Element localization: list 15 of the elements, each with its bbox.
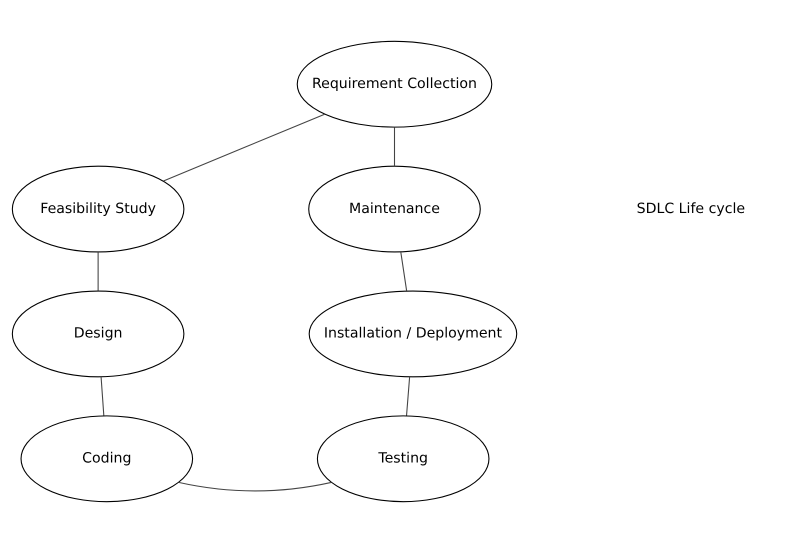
connector: [406, 376, 410, 416]
node-ellipse: Coding: [20, 414, 194, 502]
connector: [98, 252, 99, 290]
node-ellipse: Design: [12, 290, 184, 377]
connector: [400, 251, 408, 290]
connector: [178, 481, 332, 491]
node-ellipse: Feasibility Study: [12, 165, 184, 252]
label: SDLC Life cycle: [636, 200, 746, 216]
node-ellipse: Requirement Collection: [296, 40, 492, 128]
connector: [394, 126, 396, 166]
node-ellipse: Maintenance: [308, 165, 481, 252]
node-ellipse: Testing: [316, 414, 490, 502]
node-ellipse: Installation / Deployment: [308, 290, 518, 377]
connector: [163, 113, 325, 181]
connector: [100, 376, 104, 416]
